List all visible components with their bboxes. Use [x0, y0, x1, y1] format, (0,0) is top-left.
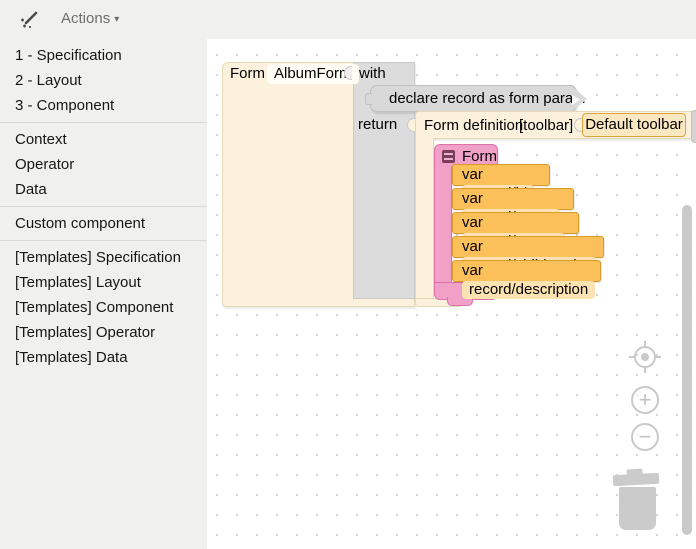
cutoff-block-edge — [691, 110, 696, 143]
with-label: with — [359, 65, 386, 82]
toolbox-group-main: 1 - Specification 2 - Layout 3 - Compone… — [0, 39, 207, 122]
sidebar-item-component[interactable]: 3 - Component — [15, 97, 115, 114]
trash-icon[interactable] — [612, 468, 660, 487]
top-toolbar: Actions▾ — [0, 0, 696, 39]
vertical-scrollbar[interactable] — [682, 205, 692, 535]
sidebar-item-templates-component[interactable]: [Templates] Component — [15, 299, 174, 316]
toolbar-param-label: [toolbar] — [519, 117, 574, 134]
zoom-in-button[interactable]: + — [631, 386, 659, 414]
form-name-field[interactable]: AlbumForm — [267, 64, 359, 84]
sidebar-item-layout[interactable]: 2 - Layout — [15, 72, 82, 89]
form-name-socket — [344, 66, 352, 80]
var-block-record-id[interactable]: varrecord/id — [452, 164, 550, 203]
var-keyword: var — [462, 214, 483, 231]
sidebar-item-templates-layout[interactable]: [Templates] Layout — [15, 274, 141, 291]
form-definition-label: Form definition — [424, 117, 524, 134]
declare-record-block[interactable]: declare record as form para... — [365, 85, 587, 112]
var-block-record-parent[interactable]: varrecord/parent — [452, 212, 579, 251]
sidebar-item-custom-component[interactable]: Custom component — [15, 215, 146, 232]
toolbox-group-templates: [Templates] Specification [Templates] La… — [0, 240, 207, 374]
sidebar-item-operator[interactable]: Operator — [15, 156, 75, 173]
magic-wand-icon[interactable] — [20, 11, 38, 29]
form-component-left-column — [434, 166, 452, 283]
declare-tail-notch — [572, 95, 580, 105]
sidebar-item-templates-data[interactable]: [Templates] Data — [15, 349, 128, 366]
toolbox-group-custom: Custom component — [0, 206, 207, 240]
sidebar-item-templates-operator[interactable]: [Templates] Operator — [15, 324, 156, 341]
declare-label: declare record as form para... — [389, 90, 586, 107]
form-component-block[interactable]: Form — [434, 144, 498, 167]
form-component-next-tab — [447, 297, 473, 306]
var-block-record-child-order[interactable]: varrecord/child_order — [452, 236, 604, 275]
form-definition-left-column — [415, 138, 434, 299]
default-toolbar-block[interactable]: Default toolbar — [582, 113, 686, 137]
actions-label: Actions — [61, 10, 111, 27]
chevron-down-icon: ▾ — [114, 14, 120, 25]
var-keyword: var — [462, 166, 483, 183]
toolbar-socket — [574, 118, 582, 132]
trash-body[interactable] — [619, 487, 656, 530]
zoom-out-button[interactable]: − — [631, 423, 659, 451]
form-component-label: Form — [462, 148, 497, 165]
block-canvas[interactable]: Form AlbumForm with return declare recor… — [207, 39, 696, 549]
sidebar-item-data[interactable]: Data — [15, 181, 47, 198]
var-block-record-name[interactable]: varrecord/name — [452, 188, 574, 227]
actions-menu-button[interactable]: Actions▾ — [61, 10, 119, 27]
var-field-record-description[interactable]: record/description — [462, 281, 596, 299]
return-socket — [407, 118, 415, 132]
zoom-reset-button[interactable] — [628, 340, 662, 374]
var-keyword: var — [462, 238, 483, 255]
toolbox-group-logic: Context Operator Data — [0, 122, 207, 206]
var-keyword: var — [462, 262, 483, 279]
sidebar-item-specification[interactable]: 1 - Specification — [15, 47, 122, 64]
sidebar-item-context[interactable]: Context — [15, 131, 67, 148]
toolbox-sidebar: 1 - Specification 2 - Layout 3 - Compone… — [0, 39, 207, 549]
var-block-record-description[interactable]: var record/description — [452, 260, 601, 299]
sidebar-item-templates-specification[interactable]: [Templates] Specification — [15, 249, 181, 266]
declare-left-tab — [365, 93, 372, 105]
var-keyword: var — [462, 190, 483, 207]
form-block-label: Form — [230, 65, 265, 82]
return-label: return — [358, 116, 398, 133]
mutator-icon[interactable] — [442, 150, 455, 163]
